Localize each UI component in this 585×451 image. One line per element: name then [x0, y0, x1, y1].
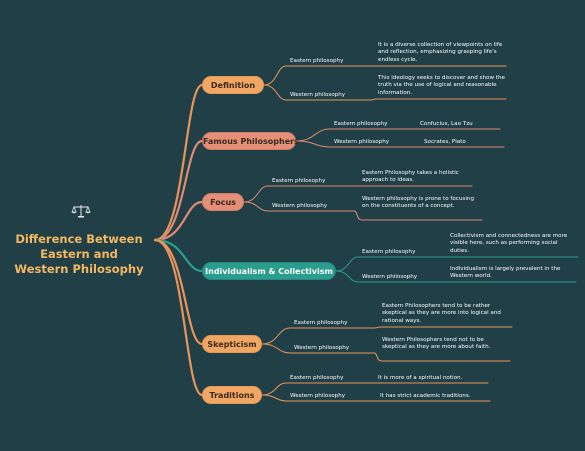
root-title-line-3: Western Philosophy — [14, 262, 144, 276]
subtopic-traditions-eastern[interactable]: Eastern philosophy — [290, 375, 344, 381]
topic-famous-philosophers[interactable]: Famous Philosophers — [202, 132, 299, 150]
leaf-connector-skepticism-1 — [373, 352, 511, 362]
subtopic-famous-philosophers-eastern[interactable]: Eastern philosophy — [334, 121, 388, 127]
sub-connector-focus-0 — [243, 185, 355, 203]
subtopic-traditions-western[interactable]: Western philosophy — [290, 393, 346, 399]
sub-connector-definition-1 — [263, 84, 371, 101]
branch-connector-definition — [153, 83, 204, 242]
sub-connector-skepticism-1 — [261, 343, 375, 354]
leaf-individualism-and-collectivism-eastern[interactable]: Collectivism and connectedness are more … — [450, 233, 568, 254]
branch-connector-individualism-and-collectivism — [153, 238, 204, 273]
sub-connector-famous-philosophers-1 — [295, 140, 417, 148]
sub-connector-traditions-0 — [261, 382, 371, 396]
leaf-connector-focus-1 — [353, 210, 483, 221]
leaf-skepticism-eastern[interactable]: Eastern Philosophers tend to be rather s… — [382, 303, 501, 324]
leaf-individualism-and-collectivism-western[interactable]: Individualism is largely prevalent in th… — [450, 266, 561, 280]
branch-connector-famous-philosophers — [153, 139, 204, 242]
leaf-definition-western[interactable]: This ideology seeks to discover and show… — [378, 75, 505, 96]
topic-individualism-and-collectivism[interactable]: Individualism & Collectivism — [202, 262, 336, 280]
sub-connector-skepticism-0 — [261, 327, 375, 345]
subtopic-individualism-and-collectivism-eastern[interactable]: Eastern philosophy — [362, 249, 416, 255]
root-title-line-1: Difference Between — [15, 232, 143, 246]
leaf-traditions-western[interactable]: It has strict academic traditions. — [380, 393, 471, 399]
leaf-focus-western[interactable]: Western philosophy is prone to focusing … — [362, 196, 474, 210]
leaf-skepticism-western[interactable]: Western Philosophers tend not to be skep… — [382, 337, 491, 351]
leaf-connector-definition-1 — [369, 98, 507, 101]
scales-of-justice-icon — [71, 205, 91, 218]
subtopic-individualism-and-collectivism-western[interactable]: Western philosophy — [362, 274, 418, 280]
subtopic-definition-western[interactable]: Western philosophy — [290, 92, 346, 98]
subtopic-definition-eastern[interactable]: Eastern philosophy — [290, 58, 344, 64]
branch-connector-focus — [153, 200, 204, 242]
leaf-focus-eastern[interactable]: Eastern Philosophy takes a holistic appr… — [362, 170, 459, 184]
branch-connector-traditions — [153, 238, 204, 397]
leaf-definition-eastern[interactable]: It is a diverse collection of viewpoints… — [378, 42, 503, 63]
leaf-famous-philosophers-western[interactable]: Socrates, Plato — [424, 139, 466, 145]
sub-connector-definition-0 — [263, 65, 371, 86]
subtopic-famous-philosophers-western[interactable]: Western philosophy — [334, 139, 390, 145]
leaf-traditions-eastern[interactable]: It is more of a spiritual notion. — [378, 375, 463, 381]
root-topic-title[interactable]: Difference Between Eastern and Western P… — [4, 232, 154, 277]
root-title-line-2: Eastern and — [40, 247, 118, 261]
sub-connector-individualism-and-collectivism-1 — [335, 270, 443, 283]
topic-definition[interactable]: Definition — [202, 76, 264, 94]
subtopic-focus-western[interactable]: Western philosophy — [272, 203, 328, 209]
sub-connector-focus-1 — [243, 201, 355, 212]
topic-focus[interactable]: Focus — [202, 193, 244, 211]
topic-traditions[interactable]: Traditions — [202, 386, 262, 404]
subtopic-focus-eastern[interactable]: Eastern philosophy — [272, 178, 326, 184]
sub-connector-individualism-and-collectivism-0 — [335, 256, 443, 272]
subtopic-skepticism-eastern[interactable]: Eastern philosophy — [294, 320, 348, 326]
subtopic-skepticism-western[interactable]: Western philosophy — [294, 345, 350, 351]
leaf-famous-philosophers-eastern[interactable]: Confucius, Lao Tzu — [420, 121, 473, 127]
sub-connector-traditions-1 — [261, 394, 373, 402]
topic-skepticism[interactable]: Skepticism — [202, 335, 262, 353]
leaf-connector-skepticism-0 — [373, 326, 513, 329]
sub-connector-famous-philosophers-0 — [295, 128, 413, 142]
